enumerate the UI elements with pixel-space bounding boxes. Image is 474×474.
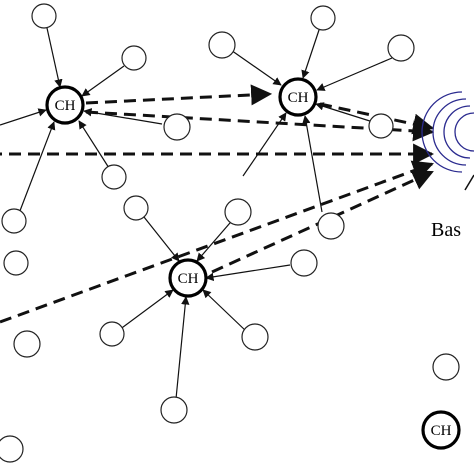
sensor-node <box>163 113 191 141</box>
signal-arc <box>454 112 474 152</box>
cluster-head-3: CH <box>168 258 208 298</box>
sensor-node <box>160 396 188 424</box>
sensor-node <box>3 250 29 276</box>
link-arrow <box>174 296 190 410</box>
sensor-node <box>290 249 318 277</box>
link-arrow <box>302 115 323 213</box>
base-station-label: Bas <box>431 219 461 241</box>
cluster-head-node <box>278 77 318 117</box>
sensor-node <box>224 198 252 226</box>
sensor-node <box>13 330 41 358</box>
cluster-head-node <box>45 85 85 125</box>
sensor-node <box>121 45 147 71</box>
sensor-nodes <box>0 3 460 463</box>
sensor-node <box>208 31 236 59</box>
base-station-links <box>0 84 435 324</box>
sensor-node <box>310 5 336 31</box>
signal-arc <box>443 105 471 159</box>
link-arrow <box>139 211 180 262</box>
link-arrow <box>196 215 237 262</box>
signal-arc <box>432 98 467 166</box>
legend-ch-node <box>421 410 461 450</box>
sensor-node <box>123 195 149 221</box>
edge-to-base-dashed-link <box>0 160 434 324</box>
link-arrow <box>78 120 110 169</box>
link-arrow <box>301 23 322 79</box>
ch1-to-ch2-dashed-link <box>85 84 273 106</box>
link-arrow <box>114 289 174 334</box>
cluster-head-label: CH <box>55 98 76 114</box>
sensor-node <box>387 34 415 62</box>
cluster-head-1: CH <box>45 85 85 125</box>
sensor-node <box>31 3 57 29</box>
sensor-node <box>368 113 394 139</box>
cluster-head-2: CH <box>278 77 318 117</box>
sensor-node <box>432 353 460 381</box>
sensor-node <box>1 208 27 234</box>
cluster-head-node <box>168 258 208 298</box>
link-arrow <box>17 121 56 217</box>
legend-cluster-head: CH <box>421 410 461 450</box>
member-links <box>0 23 393 410</box>
link-arrow <box>227 47 282 86</box>
sensor-node <box>99 321 125 347</box>
base-station-signal-icon <box>421 91 474 191</box>
link-arrow <box>205 264 291 281</box>
sensor-node <box>0 435 24 463</box>
signal-arc <box>421 91 463 173</box>
legend-ch-label: CH <box>431 423 452 439</box>
sensor-node <box>241 323 269 351</box>
sensor-node <box>317 212 345 240</box>
antenna-mast <box>464 174 474 191</box>
link-arrow <box>81 65 125 97</box>
cluster-head-label: CH <box>288 90 309 106</box>
link-arrow <box>316 57 393 91</box>
link-arrow <box>315 102 374 123</box>
link-arrow <box>0 108 47 126</box>
sensor-node <box>101 164 127 190</box>
link-arrow <box>202 289 248 333</box>
link-arrow <box>46 27 63 88</box>
cluster-head-label: CH <box>178 271 199 287</box>
